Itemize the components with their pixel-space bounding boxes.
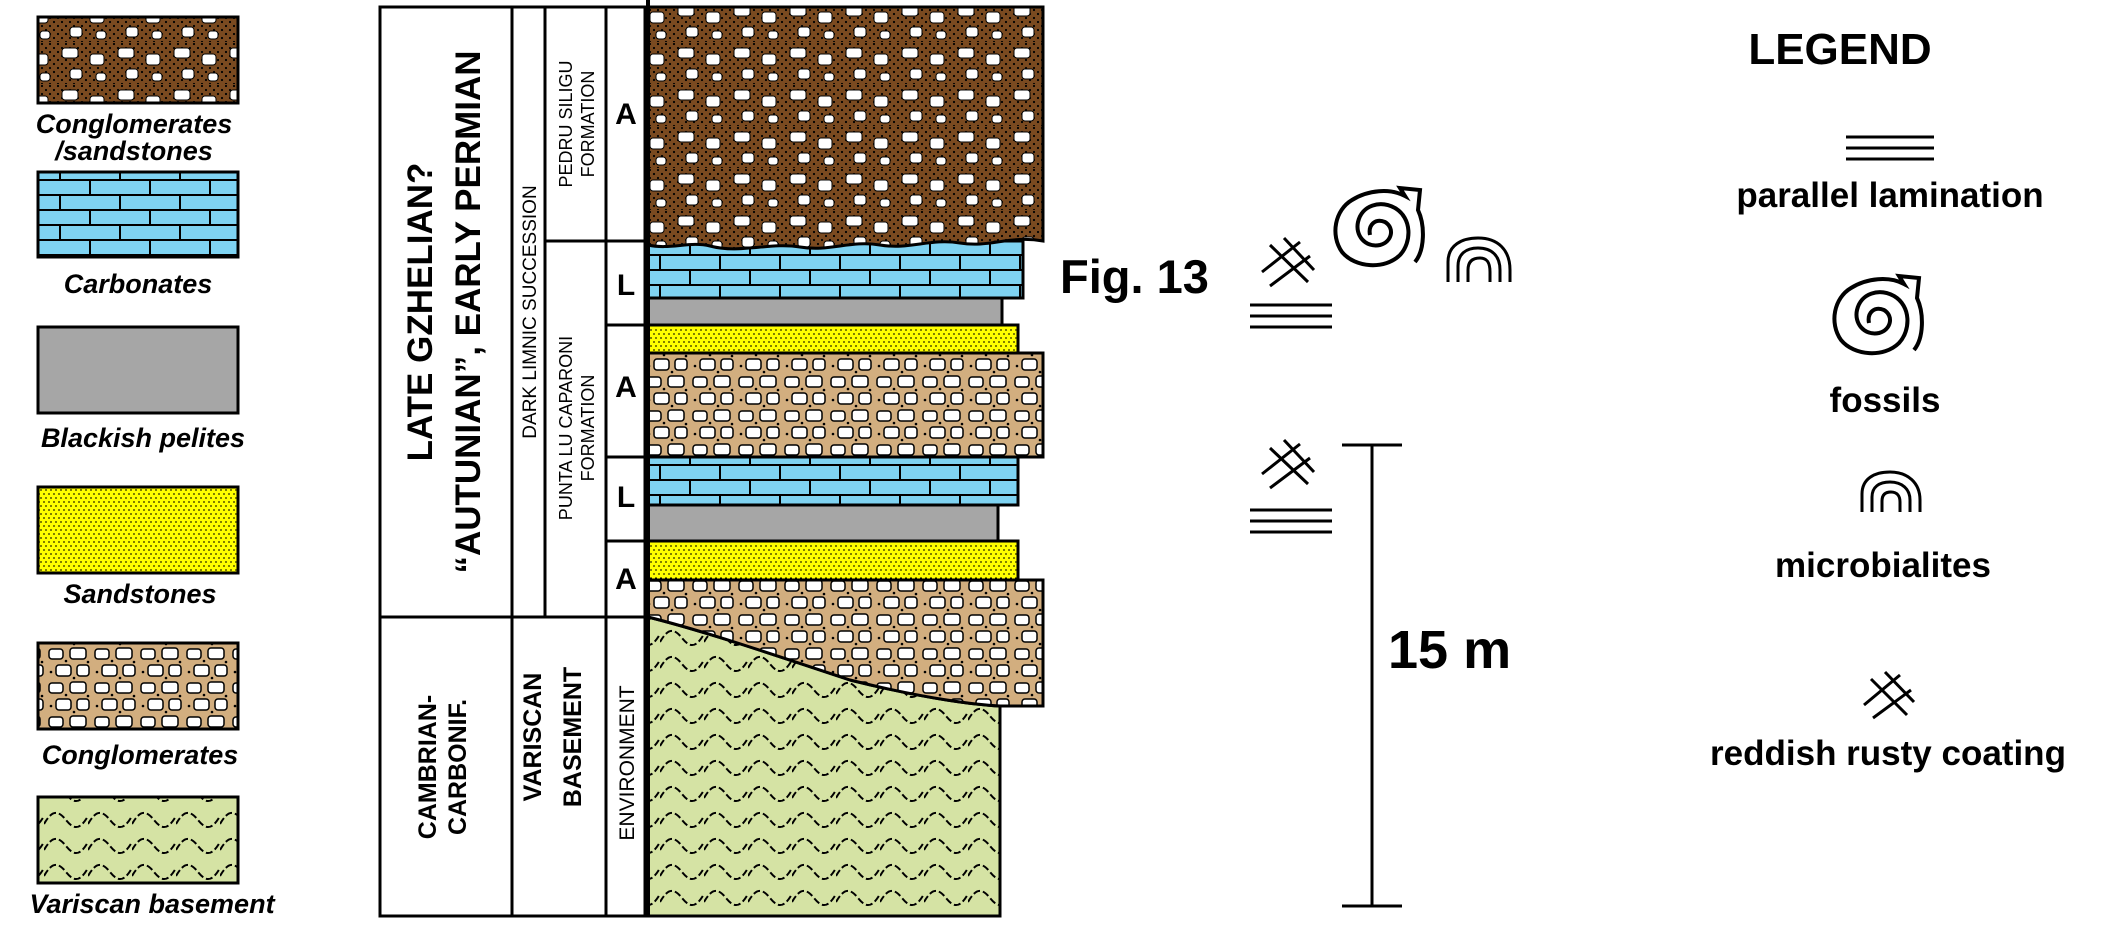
rusty-coating-icon [1863, 670, 1916, 720]
environment-code: L [617, 481, 635, 514]
fossil-spiral-icon [1832, 273, 1924, 356]
legend: LEGEND parallel lamination fossils micro… [1710, 25, 2066, 773]
microbialite-icon [1446, 236, 1512, 282]
formation-upper-line1: PEDRU SILIGU [556, 60, 576, 187]
lithology-label: Variscan basement [29, 889, 275, 919]
legend-item-label: microbialites [1775, 546, 1991, 585]
age-lower-line2: CARBONIF. [444, 699, 472, 835]
lithology-label: Carbonates [64, 269, 213, 299]
lithology-label: Sandstones [63, 579, 216, 609]
layer-conglomerate-middle [646, 351, 1045, 459]
layer-conglomerate-sandstone-top [646, 5, 1045, 251]
age-upper-line1: LATE GZHELIAN? [401, 163, 440, 462]
swatch-pelite [36, 325, 240, 415]
swatch-basement [36, 795, 240, 885]
lithologic-column [646, 0, 1045, 918]
age-upper-line2: “AUTUNIAN”, EARLY PERMIAN [449, 50, 488, 573]
legend-title: LEGEND [1748, 25, 1931, 74]
swatch-conglomerate-sandstone [36, 15, 240, 105]
layer-sandstone-lower-lines [648, 541, 1018, 580]
formation-lower-line1: PUNTA LU CAPARONI [556, 336, 576, 520]
lithology-label: Blackish pelites [41, 423, 245, 453]
legend-item-label: fossils [1830, 381, 1941, 420]
parallel-lamination-icon [1250, 508, 1332, 534]
legend-item-label: reddish rusty coating [1710, 734, 2066, 773]
fossil-spiral-icon [1333, 185, 1425, 268]
environment-code: A [615, 98, 637, 131]
stratigraphic-table [378, 5, 647, 918]
swatch-sandstone-lines [38, 487, 238, 573]
parallel-lamination-icon [1846, 135, 1934, 161]
stratigraphic-labels: LATE GZHELIAN? “AUTUNIAN”, EARLY PERMIAN… [401, 50, 639, 840]
age-lower-line1: CAMBRIAN- [414, 695, 442, 839]
layer-conglomerate-lower [646, 578, 1045, 708]
succession-label: DARK LIMNIC SUCCESSION [520, 185, 541, 438]
lithology-label: Conglomerates [36, 109, 233, 139]
environment-code: A [615, 563, 637, 596]
formation-lower-line2: FORMATION [578, 375, 598, 482]
rusty-coating-icon [1261, 438, 1316, 490]
layer-pelite-upper [646, 296, 1004, 327]
formation-upper-line2: FORMATION [578, 71, 598, 178]
rusty-coating-icon [1261, 236, 1316, 288]
layer-pelite-lower [646, 503, 1000, 543]
environment-code: A [615, 371, 637, 404]
swatch-carbonate-bricks [38, 172, 238, 257]
layer-sandstone-upper-lines [648, 325, 1018, 353]
basement-line2: BASEMENT [559, 667, 587, 807]
microbialite-icon [1860, 470, 1922, 512]
legend-item-label: parallel lamination [1736, 176, 2043, 215]
swatch-conglomerate [36, 641, 240, 731]
figure-reference: Fig. 13 [1060, 250, 1209, 303]
environment-code: L [617, 269, 635, 302]
layer-carbonate-lower-bricks [648, 457, 1018, 505]
lithology-key: Conglomerates /sandstones Carbonates Bla… [29, 15, 276, 919]
lithology-label-line2: /sandstones [54, 136, 213, 166]
parallel-lamination-icon [1250, 303, 1332, 329]
layer-carbonate-upper-bricks [648, 241, 1023, 298]
scale-bar [1342, 443, 1402, 908]
basement-line1: VARISCAN [519, 673, 547, 802]
scale-label: 15 m [1388, 620, 1511, 680]
environment-header: ENVIRONMENT [616, 685, 639, 840]
lithology-label: Conglomerates [42, 740, 239, 770]
